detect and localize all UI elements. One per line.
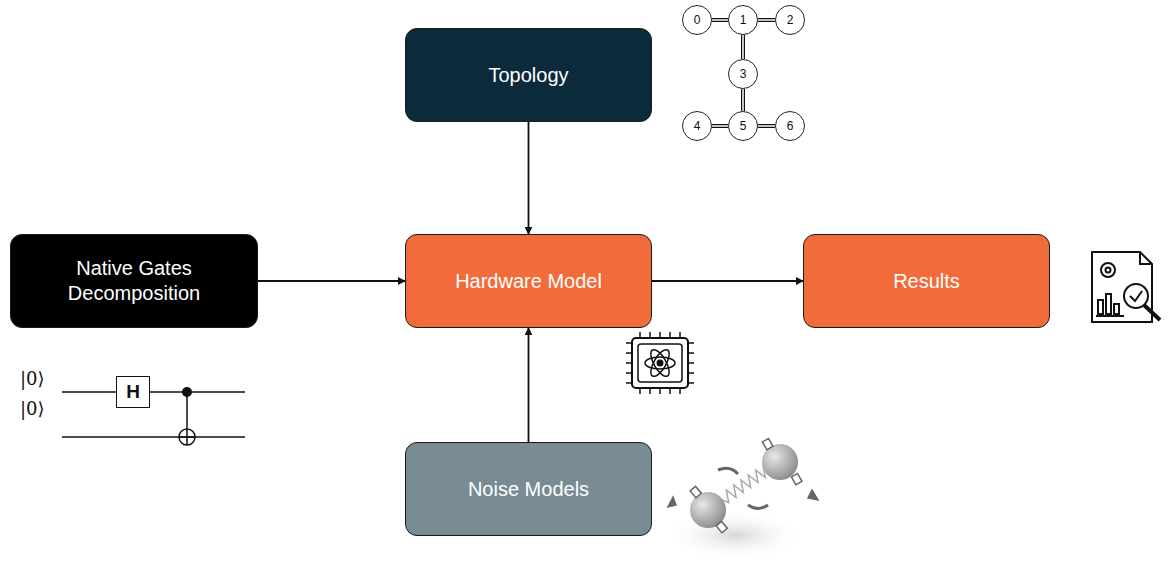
chip-pin: [626, 372, 632, 374]
cnot-target: [179, 429, 195, 445]
chip-pin: [688, 382, 694, 384]
coupling-link: [741, 89, 745, 111]
flow-arrow: [528, 328, 530, 442]
noise-box: Noise Models: [405, 442, 652, 536]
node-text: 3: [740, 67, 747, 81]
coupling-link: [758, 124, 775, 128]
coupling-link-fill: [742, 35, 744, 59]
chip-pin: [688, 362, 694, 364]
results-box: Results: [803, 234, 1050, 328]
hardware-box: Hardware Model: [405, 234, 652, 328]
node-text: 4: [694, 119, 701, 133]
topology-box: Topology: [405, 28, 652, 122]
node-text: Results: [893, 269, 960, 294]
flow-arrow: [652, 280, 803, 282]
flow-arrow: [258, 280, 405, 282]
chip-pin: [688, 352, 694, 354]
qubit-circle: 5: [728, 111, 758, 141]
qubit-circle: 4: [682, 111, 712, 141]
qubit-circle: 1: [728, 5, 758, 35]
node-text: Noise Models: [468, 477, 589, 502]
node-text: Topology: [488, 63, 568, 88]
process-box: Native Gates Decomposition: [10, 234, 258, 328]
chip-pin: [688, 372, 694, 374]
node-text: H: [126, 381, 140, 403]
node-text: Native Gates Decomposition: [25, 256, 243, 306]
chip-pin: [626, 362, 632, 364]
coupling-link-fill: [742, 89, 744, 111]
node-text: 2: [787, 13, 794, 27]
coupling-link: [758, 18, 775, 22]
chip-pin: [639, 332, 641, 338]
coupling-link: [741, 35, 745, 59]
node-text: 6: [787, 119, 794, 133]
chip-pin: [688, 342, 694, 344]
qubit-circle: 6: [775, 111, 805, 141]
coupling-link: [712, 124, 728, 128]
chip-icon: [632, 338, 688, 388]
coupling-link-fill: [758, 19, 775, 21]
chip-pin: [679, 332, 681, 338]
coupling-link-fill: [758, 125, 775, 127]
spin-illustration: [665, 439, 818, 560]
chip-pin: [626, 352, 632, 354]
chip-pin: [679, 388, 681, 394]
chip-pin: [626, 382, 632, 384]
chip-pin: [659, 388, 661, 394]
qubit-wire: [62, 436, 245, 438]
qubit-state-label: |0⟩: [20, 368, 45, 389]
chip-pin: [659, 332, 661, 338]
gate-box: H: [116, 376, 150, 408]
chip-pin: [649, 388, 651, 394]
chip-pin: [669, 332, 671, 338]
qubit-circle: 3: [728, 59, 758, 89]
qubit-circle: 2: [775, 5, 805, 35]
node-text: 1: [740, 13, 747, 27]
chip-pin: [669, 388, 671, 394]
qubit-wire: [150, 391, 245, 393]
qubit-circle: 0: [682, 5, 712, 35]
report-icon: [1092, 252, 1160, 322]
chip-pin: [649, 332, 651, 338]
qubit-wire: [62, 391, 116, 393]
chip-pin: [626, 342, 632, 344]
coupling-link: [712, 18, 728, 22]
coupling-link-fill: [712, 125, 728, 127]
flow-arrow: [528, 122, 530, 234]
node-text: 0: [694, 13, 701, 27]
coupling-link-fill: [712, 19, 728, 21]
cnot-target: [179, 436, 195, 438]
chip-pin: [639, 388, 641, 394]
node-text: 5: [740, 119, 747, 133]
node-text: Hardware Model: [455, 269, 602, 294]
qubit-state-label: |0⟩: [20, 398, 45, 419]
